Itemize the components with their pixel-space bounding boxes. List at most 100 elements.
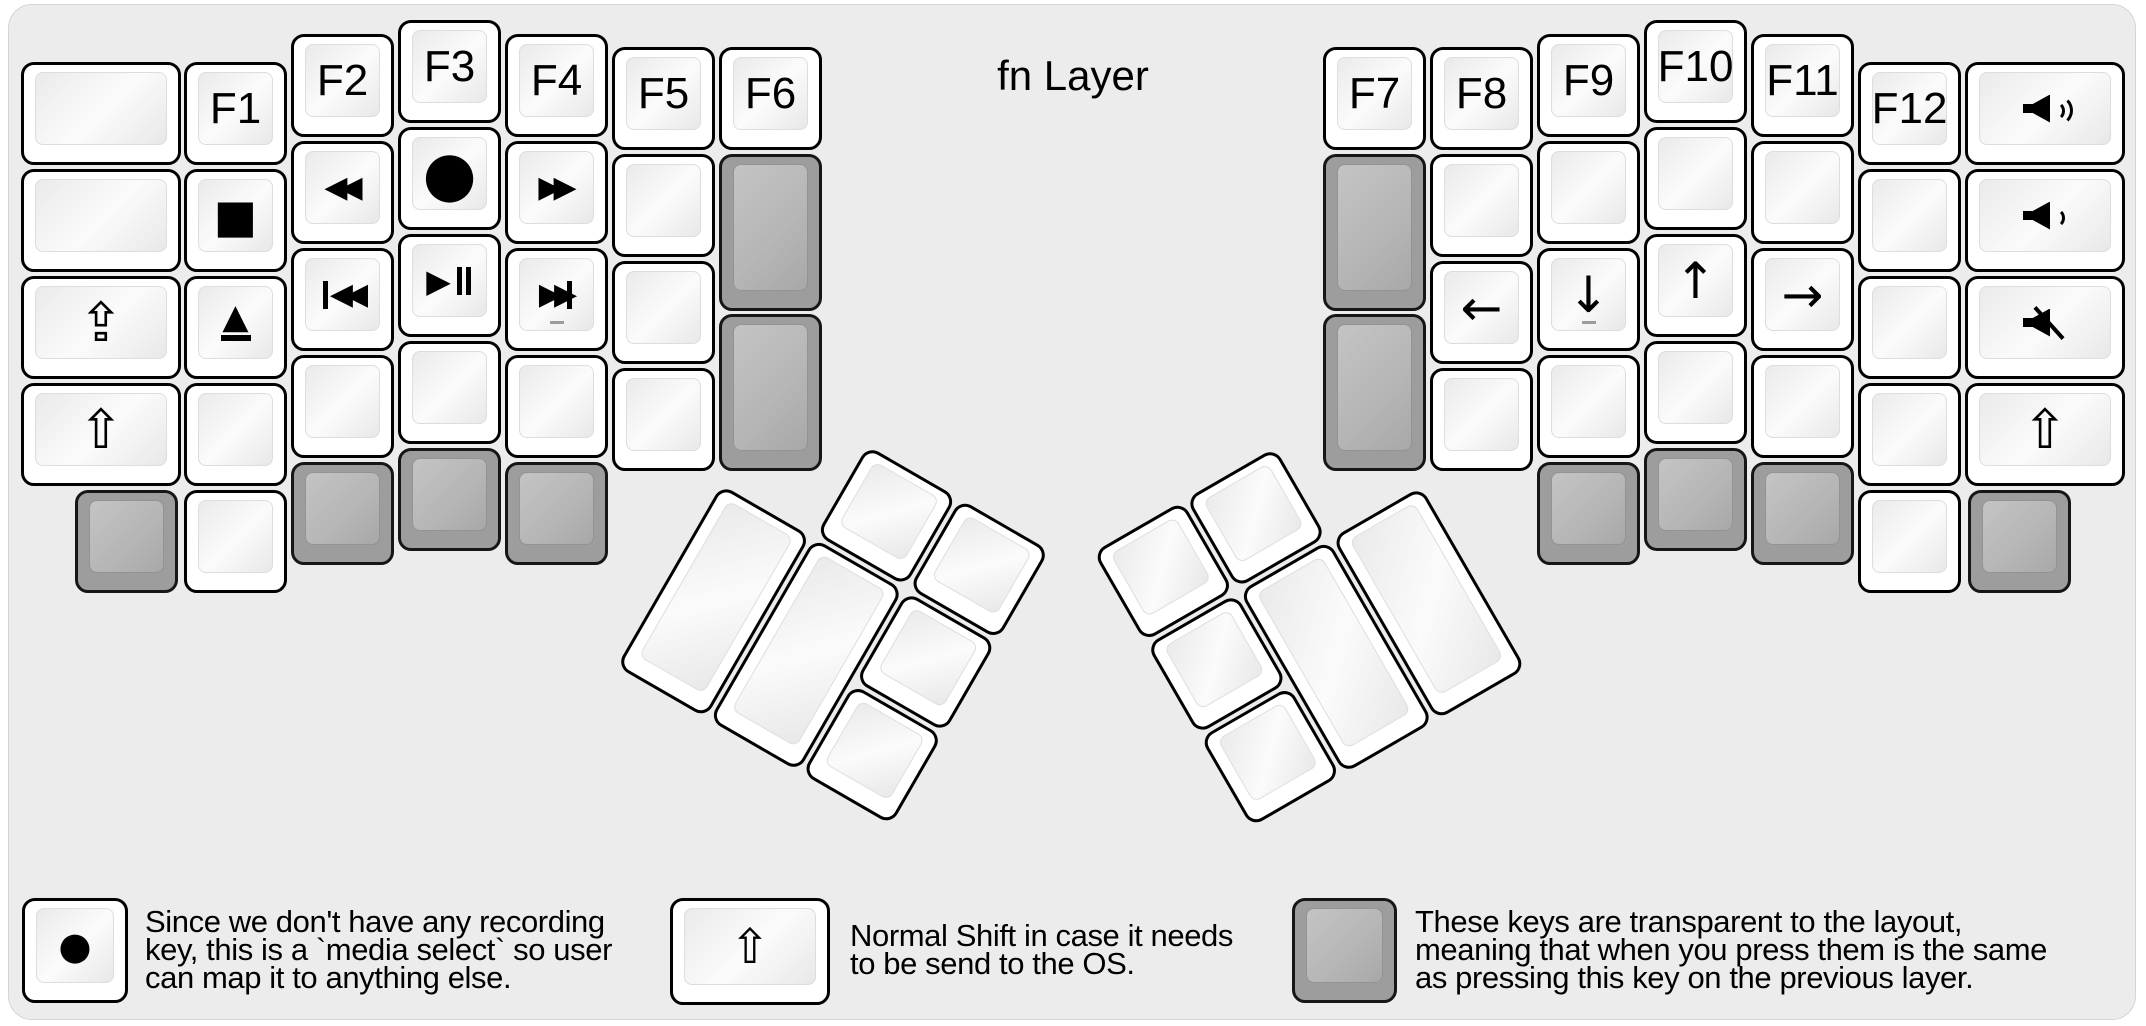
keycap (305, 472, 380, 545)
keycap (626, 164, 701, 237)
key-blank[interactable] (184, 490, 287, 593)
caps-shift-icon: ⇪ (78, 290, 124, 354)
keycap: ● (36, 908, 114, 983)
key-f4[interactable]: F4 (505, 34, 608, 137)
key-blank[interactable] (612, 154, 715, 257)
key-blank[interactable] (1858, 490, 1961, 593)
key-blank[interactable] (612, 368, 715, 471)
prev-track-icon: ◀◀ (321, 279, 368, 310)
keycap (1765, 472, 1840, 545)
key-fast-forward[interactable]: ▶▶ (505, 141, 608, 244)
keycap: F5 (626, 57, 701, 130)
keycap (626, 378, 701, 451)
key-transparent[interactable] (1644, 448, 1747, 551)
key-blank[interactable] (1430, 368, 1533, 471)
key-arrow-right[interactable]: → (1751, 248, 1854, 351)
keycap: ■ (198, 179, 273, 252)
key-f5[interactable]: F5 (612, 47, 715, 150)
key-transparent[interactable] (1968, 490, 2071, 593)
key-caps-shift[interactable]: ⇪ (21, 276, 181, 379)
key-f2[interactable]: F2 (291, 34, 394, 137)
key-stop[interactable]: ■ (184, 169, 287, 272)
key-blank[interactable] (184, 383, 287, 486)
keycap: ▲ (198, 286, 273, 359)
key-blank[interactable] (505, 355, 608, 458)
key-blank[interactable] (291, 355, 394, 458)
key-transparent[interactable] (398, 448, 501, 551)
key-blank[interactable] (1644, 341, 1747, 444)
homing-bar (1581, 321, 1596, 324)
stop-icon: ■ (213, 188, 258, 243)
keycap (412, 351, 487, 424)
key-blank[interactable] (21, 62, 181, 165)
key-blank[interactable] (1430, 154, 1533, 257)
key-f11[interactable]: F11 (1751, 34, 1854, 137)
key-arrow-up[interactable]: ↑ (1644, 234, 1747, 337)
keycap (877, 607, 979, 709)
key-transparent[interactable] (1323, 314, 1426, 471)
key-blank[interactable] (1751, 355, 1854, 458)
key-blank[interactable] (1644, 127, 1747, 230)
key-prev-track[interactable]: ◀◀ (291, 248, 394, 351)
keycap: F2 (305, 44, 380, 117)
key-shift[interactable]: ⇧ (1965, 383, 2125, 486)
key-transparent[interactable] (719, 314, 822, 471)
key-transparent[interactable] (719, 154, 822, 311)
keycap: F1 (198, 72, 273, 145)
key-f6[interactable]: F6 (719, 47, 822, 150)
key-blank[interactable] (1537, 355, 1640, 458)
key-arrow-down[interactable]: ↓ (1537, 248, 1640, 351)
key-f3[interactable]: F3 (398, 20, 501, 123)
key-rewind[interactable]: ◀◀ (291, 141, 394, 244)
key-eject[interactable]: ▲ (184, 276, 287, 379)
key-transparent[interactable] (1537, 462, 1640, 565)
keycap (1658, 351, 1733, 424)
key-f8[interactable]: F8 (1430, 47, 1533, 150)
shift-icon: ⇧ (729, 918, 771, 975)
key-record[interactable]: ● (398, 127, 501, 230)
shift-icon: ⇧ (2022, 397, 2068, 461)
keycap (198, 500, 273, 573)
key-play-pause[interactable]: ▶ (398, 234, 501, 337)
key-f10[interactable]: F10 (1644, 20, 1747, 123)
vol-up-icon (2021, 94, 2073, 126)
keycap (519, 472, 594, 545)
eject-icon: ▲ (220, 300, 251, 342)
key-blank[interactable] (612, 261, 715, 364)
keycap (626, 271, 701, 344)
key-blank[interactable] (398, 341, 501, 444)
key-blank[interactable] (1858, 169, 1961, 272)
key-next-track[interactable]: ▶▶ (505, 248, 608, 351)
key-vol-up[interactable] (1965, 62, 2125, 165)
key-transparent[interactable] (75, 490, 178, 593)
key-f1[interactable]: F1 (184, 62, 287, 165)
key-blank[interactable] (1858, 383, 1961, 486)
keycap (1872, 286, 1947, 359)
key-mute[interactable] (1965, 276, 2125, 379)
keycap (1444, 378, 1519, 451)
key-label: F5 (637, 68, 690, 118)
legend-record-key: ● (22, 898, 128, 1003)
keycap (1765, 365, 1840, 438)
key-blank[interactable] (1537, 141, 1640, 244)
key-transparent[interactable] (1323, 154, 1426, 311)
key-arrow-left[interactable]: ← (1430, 261, 1533, 364)
key-f9[interactable]: F9 (1537, 34, 1640, 137)
keycap (1551, 151, 1626, 224)
key-f7[interactable]: F7 (1323, 47, 1426, 150)
key-shift[interactable]: ⇧ (21, 383, 181, 486)
key-blank[interactable] (21, 169, 181, 272)
keycap (1872, 393, 1947, 466)
keycap: F12 (1872, 72, 1947, 145)
keycap: ▶▶ (519, 151, 594, 224)
key-blank[interactable] (1751, 141, 1854, 244)
play-pause-icon: ▶ (426, 265, 473, 297)
key-f12[interactable]: F12 (1858, 62, 1961, 165)
key-transparent[interactable] (1751, 462, 1854, 565)
key-vol-down[interactable] (1965, 169, 2125, 272)
key-transparent[interactable] (291, 462, 394, 565)
arrow-left-icon: ← (1460, 278, 1503, 337)
keycap (198, 393, 273, 466)
key-transparent[interactable] (505, 462, 608, 565)
key-blank[interactable] (1858, 276, 1961, 379)
